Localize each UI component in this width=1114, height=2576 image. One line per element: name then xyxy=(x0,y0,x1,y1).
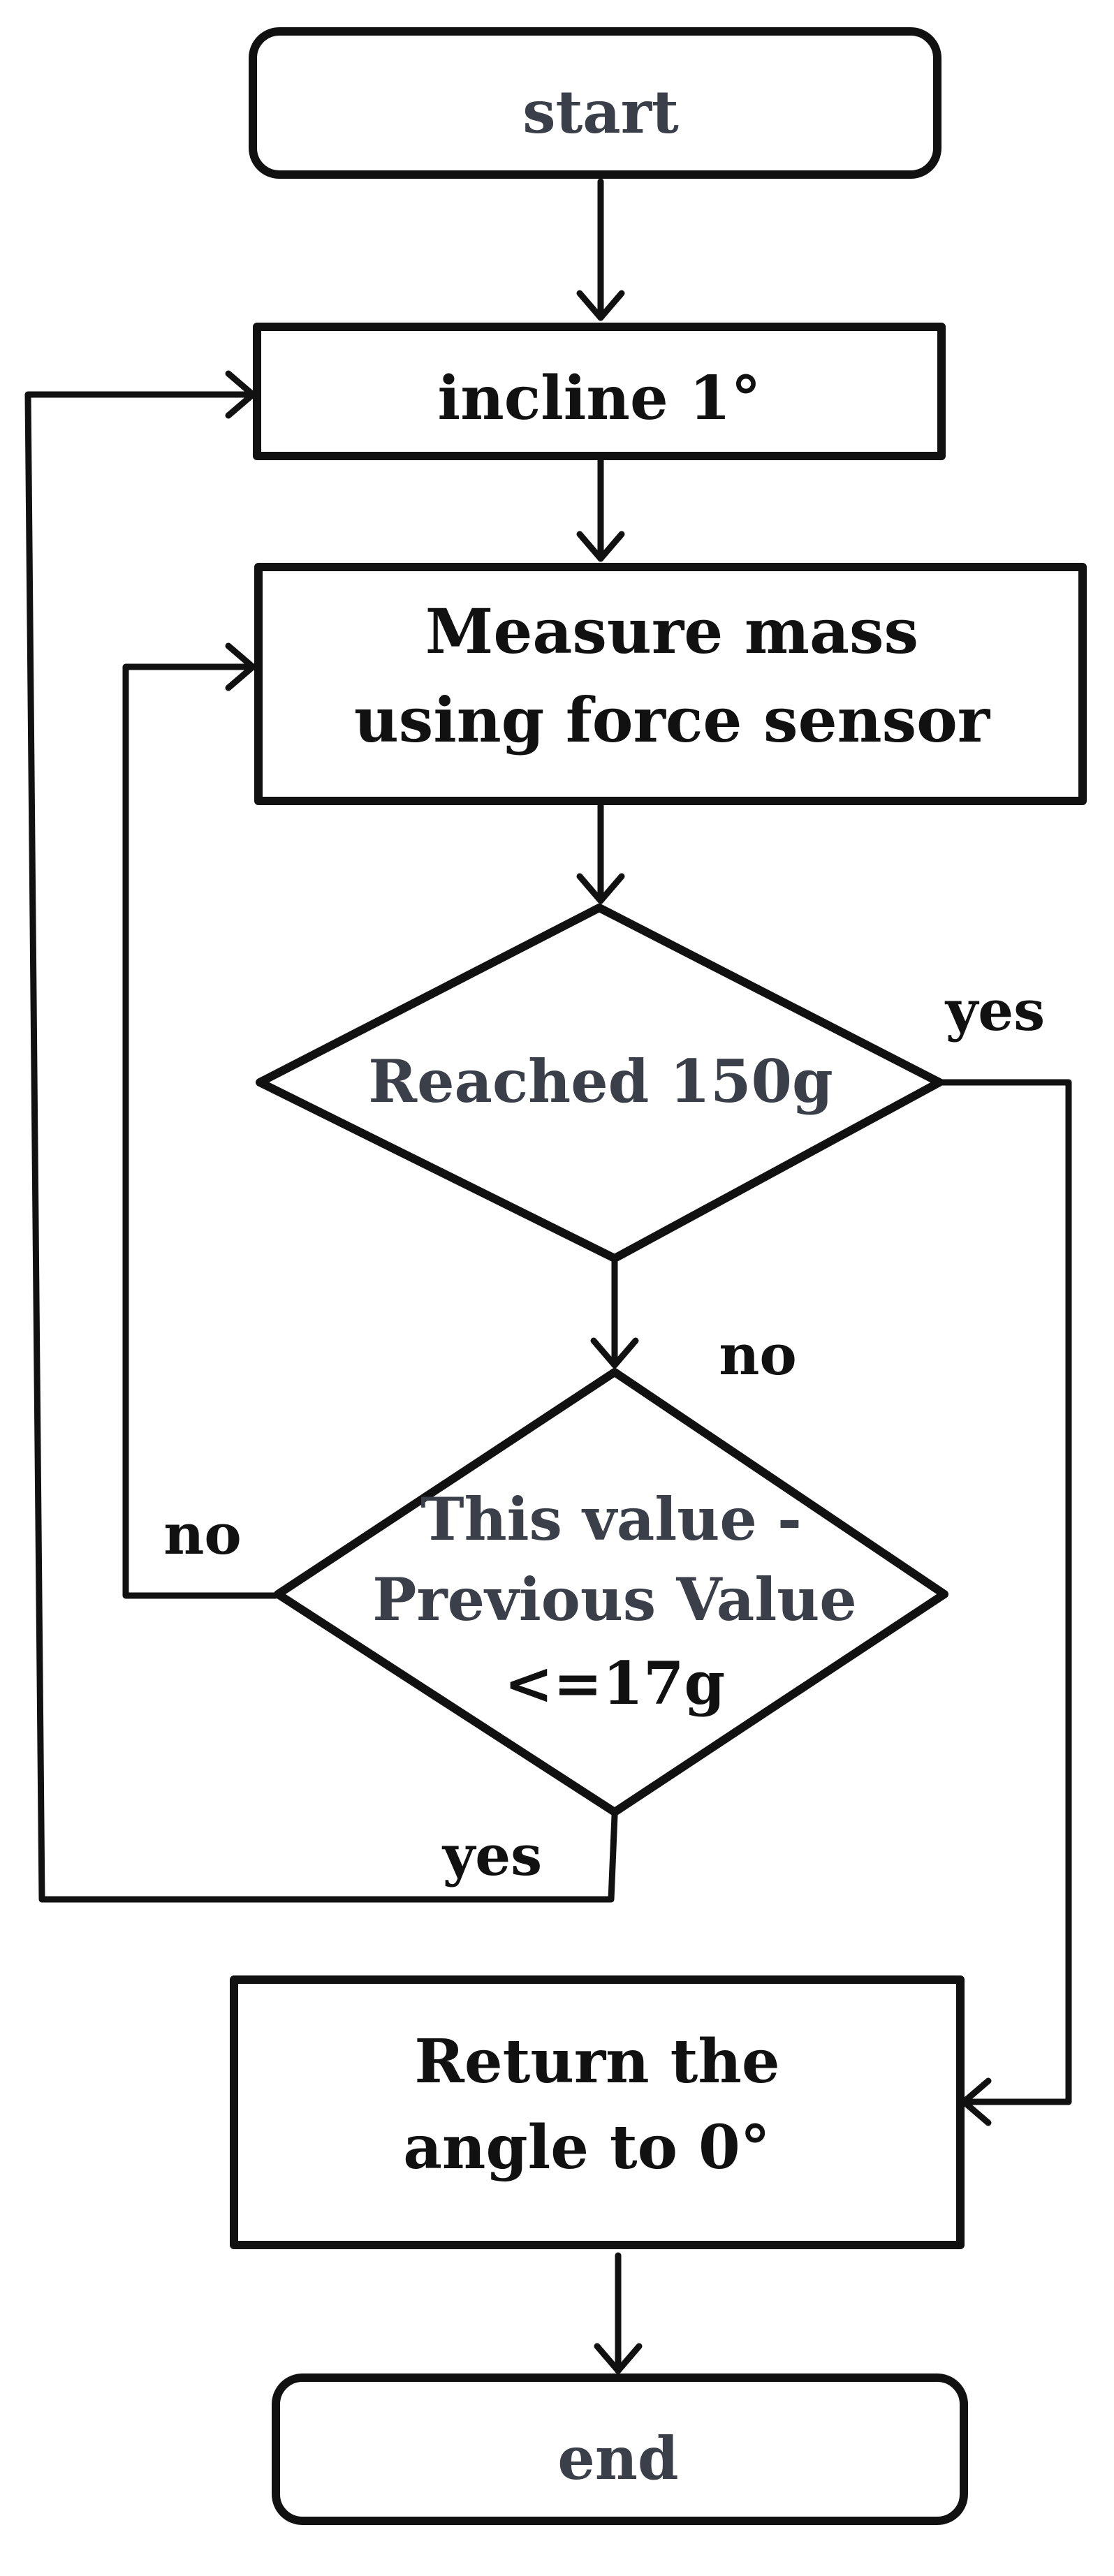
compare-yes-label: yes xyxy=(441,1823,542,1888)
return-label-line2: angle to 0° xyxy=(403,2112,770,2183)
incline-process xyxy=(253,323,946,460)
end-terminal xyxy=(272,2373,968,2525)
compare-label-line2: Previous Value xyxy=(372,1565,857,1634)
start-label: start xyxy=(522,78,679,147)
end-label: end xyxy=(557,2424,678,2493)
incline-label: incline 1° xyxy=(438,363,761,434)
node-compare: This value - Previous Value <=17g xyxy=(274,1368,948,1816)
connectors xyxy=(24,178,1072,2374)
node-reached: Reached 150g xyxy=(256,904,944,1263)
node-incline: incline 1° xyxy=(253,323,946,460)
edge-compare-yes-to-incline xyxy=(24,391,618,1903)
node-end: end xyxy=(272,2373,968,2525)
return-process xyxy=(230,1975,965,2249)
measure-process xyxy=(254,563,1087,805)
edge-labels: yes no no yes xyxy=(163,978,1045,1888)
reached-yes-label: yes xyxy=(944,978,1045,1043)
compare-no-label: no xyxy=(163,1501,242,1567)
node-measure: Measure mass using force sensor xyxy=(254,563,1087,805)
reached-no-label: no xyxy=(719,1322,797,1388)
compare-label-line1: This value - xyxy=(420,1485,802,1554)
arrowhead-start-to-incline xyxy=(576,290,625,321)
reached-label: Reached 150g xyxy=(368,1047,833,1116)
reached-decision xyxy=(256,904,944,1263)
node-return: Return the angle to 0° xyxy=(230,1975,965,2249)
compare-decision xyxy=(274,1368,948,1816)
arrowhead-return-to-end xyxy=(594,2343,643,2374)
start-terminal xyxy=(249,27,941,179)
arrowhead-reached-to-compare xyxy=(590,1337,639,1369)
measure-label-line1: Measure mass xyxy=(425,595,918,668)
arrowhead-incline-to-measure xyxy=(576,531,625,562)
measure-label-line2: using force sensor xyxy=(354,684,991,756)
node-start: start xyxy=(249,27,941,179)
compare-label-line3: <=17g xyxy=(504,1649,725,1718)
arrowhead-compare-no-to-measure xyxy=(225,642,256,691)
arrowhead-measure-to-reached xyxy=(576,873,625,904)
edge-reached-yes-to-return xyxy=(936,1079,1072,2105)
edge-compare-no-to-measure xyxy=(122,663,279,1599)
return-label-line1: Return the xyxy=(414,2026,779,2097)
